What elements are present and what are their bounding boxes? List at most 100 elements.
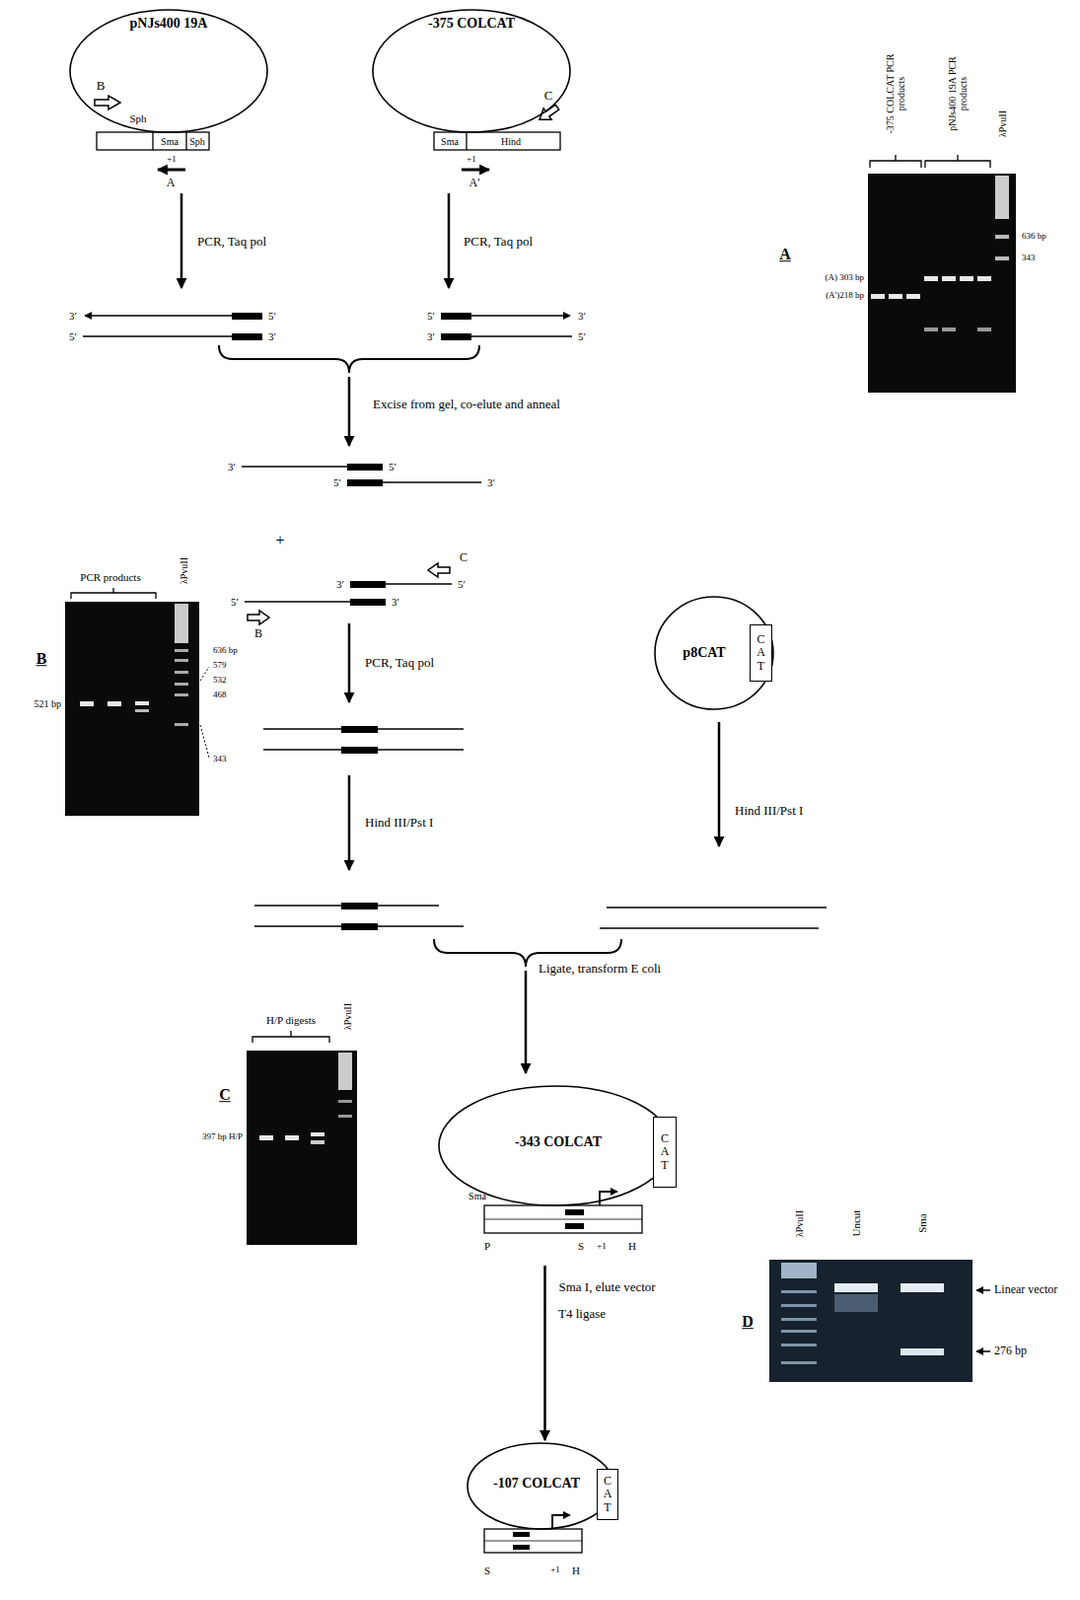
- gel-image: [135, 709, 149, 713]
- promoter-map: [157, 168, 186, 172]
- annotation-label: C: [218, 1085, 231, 1104]
- bracket: [71, 587, 156, 599]
- plasmid-name: p8CAT: [682, 645, 725, 660]
- gel-image: [310, 1132, 325, 1137]
- cat-gene-box: C A T: [596, 1468, 619, 1520]
- gel-image: [870, 293, 885, 299]
- flow-arrow: [348, 623, 352, 703]
- plasmid-outline: [372, 9, 571, 133]
- annotation-label: D: [741, 1312, 754, 1331]
- annotation-label: 3′: [577, 309, 586, 322]
- annotation-label: B: [36, 649, 48, 668]
- gel-image: [246, 1050, 358, 1245]
- promoter-map: [535, 101, 562, 126]
- gene-label: C A T: [601, 1474, 614, 1514]
- gel-image: [888, 293, 903, 299]
- annotation-label: 5′: [427, 309, 435, 322]
- gel-image: [174, 648, 189, 652]
- plasmid-outline: [438, 1085, 672, 1206]
- annotation-label: A': [469, 176, 481, 190]
- annotation-label: Ligate, transform E coli: [538, 961, 661, 976]
- pointer-line: [976, 1289, 991, 1292]
- overlap-block: [341, 923, 378, 931]
- annotation-label: 5′: [268, 309, 277, 322]
- gel-image: [174, 722, 189, 726]
- process-arrow: [543, 1265, 547, 1440]
- overlap-block: [440, 312, 472, 320]
- promoter-map: [512, 1531, 530, 1537]
- gel-image: [995, 175, 1009, 219]
- primer-arrow: [247, 610, 270, 625]
- annotation-label: H/P digests: [266, 1013, 316, 1026]
- annotation-label: 636 bp: [1021, 231, 1047, 242]
- primer-arrow: [247, 610, 270, 625]
- gel-image: [900, 1283, 944, 1293]
- gel-image: [924, 276, 938, 282]
- annotation-label: S: [577, 1239, 584, 1252]
- step-label: Sma I, elute vector: [557, 1280, 658, 1295]
- annotation-label: PCR, Taq pol: [463, 234, 533, 249]
- gel-image: [995, 234, 1009, 239]
- gel-image: [781, 1262, 817, 1279]
- gel-image: [65, 601, 200, 816]
- promoter-map: [94, 95, 643, 1553]
- annotation-label: B: [254, 627, 263, 641]
- annotation-label: Hind III/Pst I: [734, 803, 803, 818]
- gel-image: [259, 1135, 274, 1141]
- plasmid-map: -107 COLCATC A T: [463, 1440, 627, 1584]
- gel-image: [338, 1052, 353, 1090]
- gel-image: [977, 327, 992, 332]
- promoter-map: [94, 95, 121, 110]
- annotation-label: 5′: [333, 476, 342, 489]
- annotation-label: H: [628, 1239, 637, 1252]
- annotation-label: 397 bp H/P: [202, 1132, 243, 1143]
- annotation-label: PCR products: [79, 571, 141, 583]
- primer-arrow: [428, 563, 450, 577]
- pointer-line: [200, 724, 210, 758]
- gel-image: [834, 1283, 878, 1293]
- annotation-label: +1: [466, 154, 477, 165]
- promoter-map: [96, 132, 210, 150]
- annotation-label: Sma: [468, 1190, 487, 1202]
- lane-label: Sma: [916, 1191, 929, 1255]
- flow-arrow: [180, 193, 184, 288]
- plasmid-outline: [433, 1082, 681, 1266]
- flow-arrow: [718, 721, 721, 847]
- primer-arrow: [247, 563, 450, 625]
- gel-image: [79, 701, 94, 707]
- bracket: [218, 345, 480, 373]
- annotation-label: 3′: [336, 577, 345, 590]
- gel-image: [769, 1259, 973, 1382]
- lane-label: λPvuII: [342, 986, 354, 1046]
- annotation-label: 3′: [227, 460, 236, 473]
- gel-image: [781, 1303, 817, 1307]
- cat-gene-box: C A T: [652, 1116, 677, 1188]
- pointer-line: [200, 666, 991, 1352]
- annotation-label: B: [96, 78, 106, 93]
- annotation-label: 3′: [69, 309, 77, 322]
- annotation-label: 579: [213, 660, 227, 671]
- annotation-label: Linear vector: [994, 1283, 1058, 1296]
- plasmid-name: -343 COLCAT: [514, 1134, 602, 1150]
- promoter-map: [185, 132, 187, 150]
- gel-image: [834, 1294, 878, 1312]
- gel-image: [924, 327, 938, 332]
- annotation-label: +1: [166, 154, 177, 165]
- gel-image: [867, 173, 1016, 393]
- annotation-label: 5′: [388, 460, 397, 473]
- promoter-map: [565, 1209, 584, 1216]
- bracket: [869, 154, 922, 168]
- annotation-label: (A')218 bp: [825, 290, 864, 301]
- gel-image: [995, 256, 1009, 261]
- annotation-label: 5′: [577, 330, 586, 343]
- annotation-label: Sph: [129, 112, 146, 125]
- annotation-label: 3′: [427, 330, 435, 343]
- plasmid-name: -375 COLCAT: [428, 15, 515, 31]
- annotation-label: H: [572, 1564, 580, 1577]
- plasmid-name: pNJs400 19A: [130, 15, 209, 31]
- primer-arrow: [428, 563, 450, 577]
- lane-label: -375 COLCAT PCR products: [884, 39, 907, 148]
- annotation-label: 5′: [457, 577, 466, 590]
